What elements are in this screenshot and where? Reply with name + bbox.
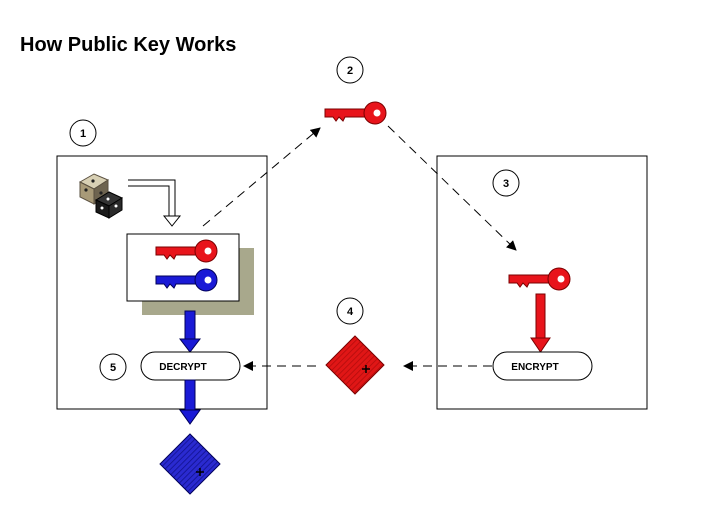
red-key-icon [155,239,218,263]
published-public-key-icon [324,101,387,125]
red-diamond-icon [325,335,385,395]
receiver-box [56,155,268,410]
diagram-title: How Public Key Works [20,34,237,56]
dice-icon [78,173,124,219]
step-3-marker: 3 [492,169,520,197]
blue-key-icon [155,268,218,292]
decrypt-label: DECRYPT [159,362,206,373]
key-pair-box [126,233,240,302]
dice-to-keys-arrow [128,179,182,227]
sender-box [436,155,648,410]
step-3-label: 3 [503,178,509,190]
key-to-decrypt-arrow [178,310,202,353]
step-2-marker: 2 [336,56,364,84]
step-1-label: 1 [80,128,86,140]
blue-diamond-icon [159,433,221,495]
step-2-label: 2 [347,65,353,77]
publish-key-arrow [202,127,321,227]
sender-public-key-icon [508,267,571,291]
step-4-label: 4 [347,306,354,318]
step-4-marker: 4 [336,297,364,325]
decrypt-node: DECRYPT [140,351,241,381]
encrypt-label: ENCRYPT [511,362,558,373]
decrypt-output-arrow [179,379,201,425]
step-1-marker: 1 [69,119,97,147]
step-5-marker: 5 [99,353,127,381]
step-5-label: 5 [110,362,116,374]
key-to-encrypt-arrow [530,293,551,353]
encrypt-node: ENCRYPT [492,351,593,381]
